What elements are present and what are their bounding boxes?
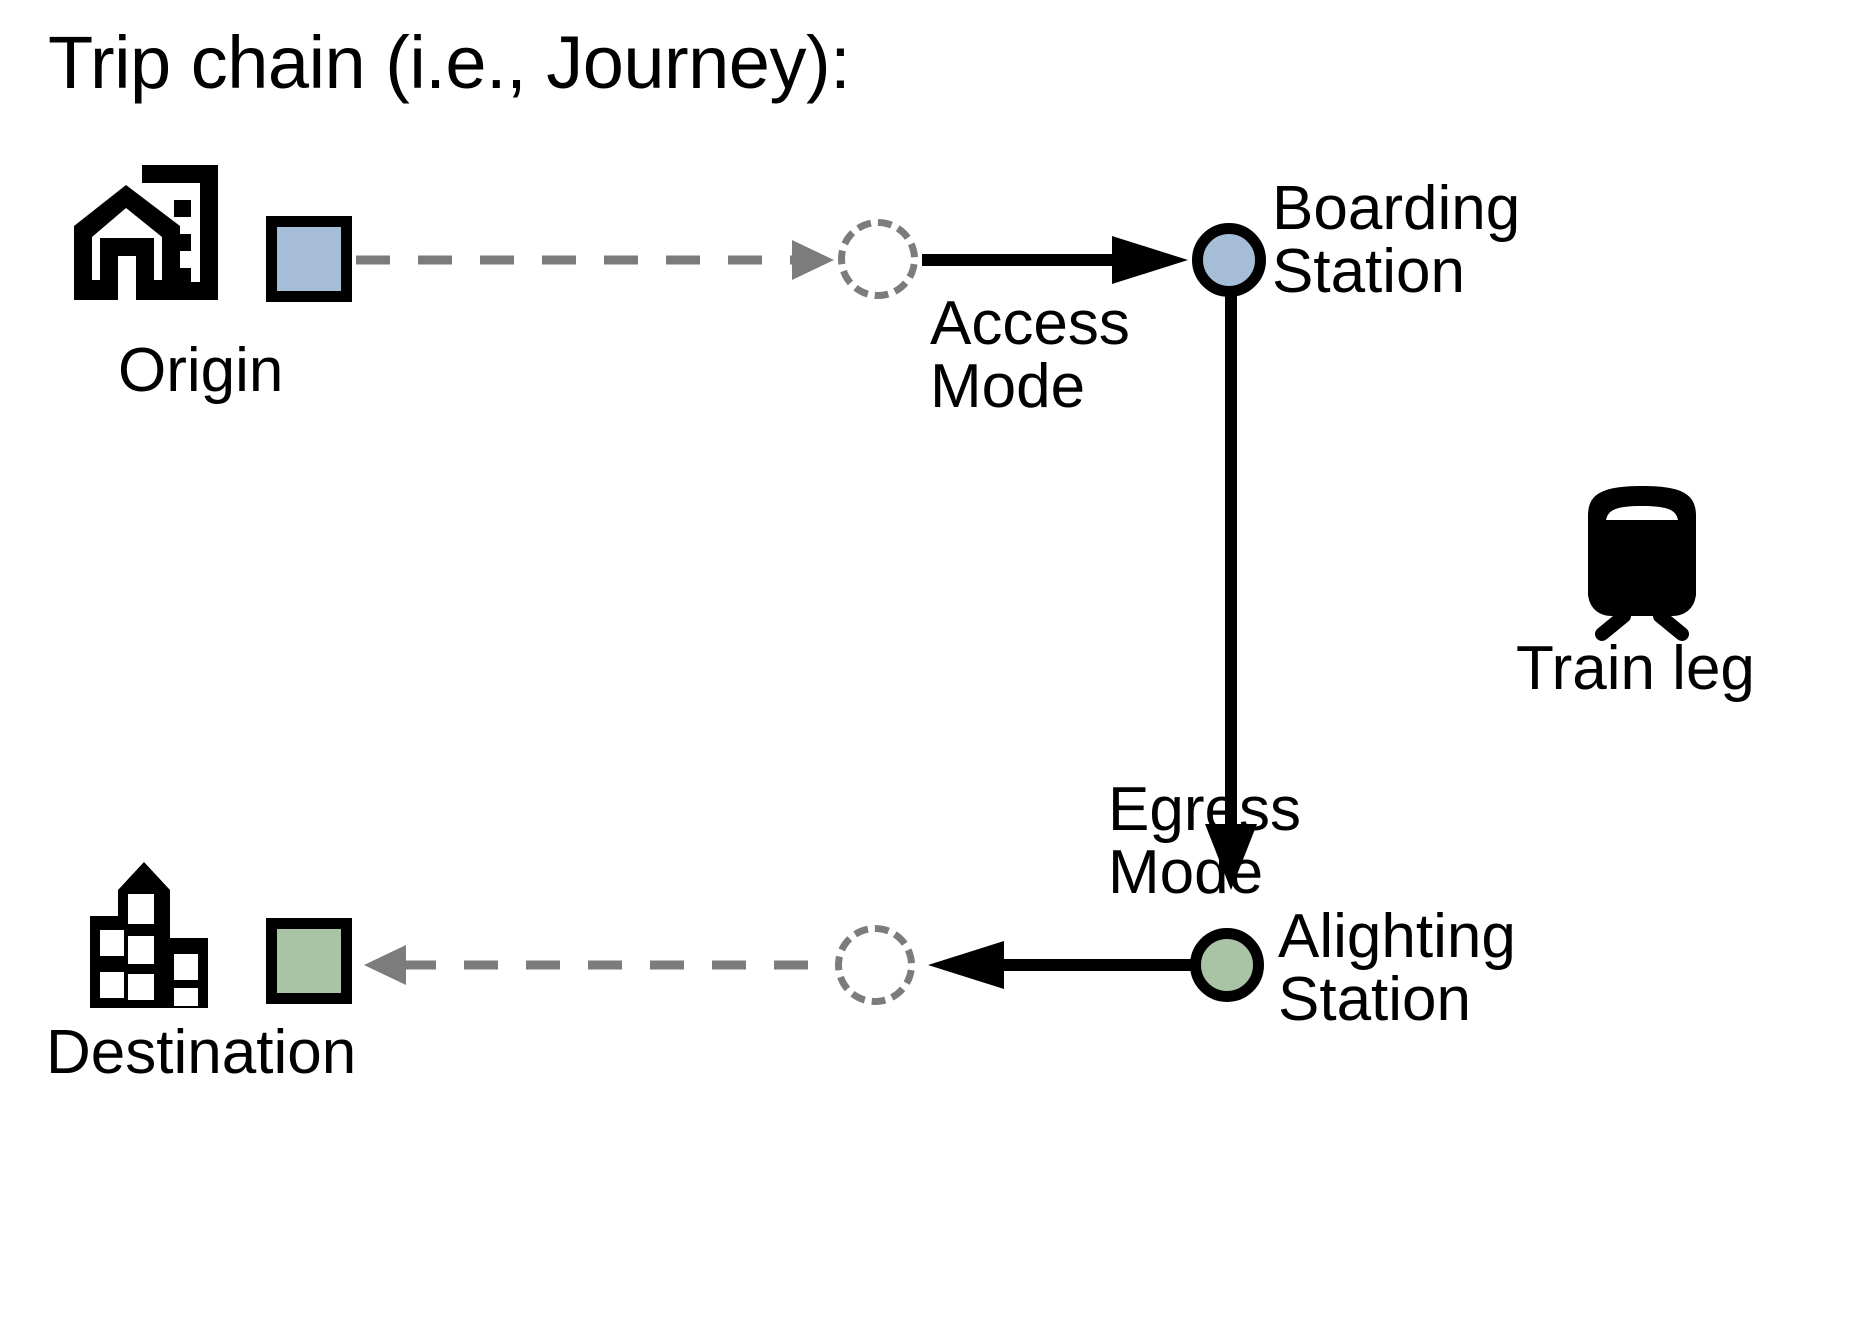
origin-label: Origin xyxy=(118,336,284,405)
access-dashed-connector xyxy=(356,230,836,290)
train-leg-connector xyxy=(1195,292,1267,892)
alighting-station-label-line2: Station xyxy=(1278,965,1472,1035)
house-building-icon xyxy=(74,165,218,300)
boarding-station-label-line2: Station xyxy=(1272,237,1466,307)
access-mode-label-line2: Mode xyxy=(930,352,1086,422)
access-mode-node xyxy=(838,219,918,299)
egress-solid-connector xyxy=(918,935,1194,995)
destination-color-swatch xyxy=(266,918,352,1004)
access-solid-connector xyxy=(922,230,1190,290)
destination-icon-group xyxy=(68,860,228,1020)
boarding-station-label-line1: Boarding xyxy=(1272,174,1521,243)
train-icon-group xyxy=(1572,480,1712,641)
egress-dashed-connector xyxy=(358,935,838,995)
origin-color-swatch xyxy=(266,216,352,302)
page-title: Trip chain (i.e., Journey): xyxy=(48,21,851,104)
destination-label: Destination xyxy=(46,1018,357,1087)
alighting-station-node xyxy=(1190,928,1264,1002)
access-mode-label-line1: Access xyxy=(930,289,1130,358)
city-building-icon xyxy=(90,862,208,1008)
alighting-station-label: Alighting Station xyxy=(1278,902,1516,1035)
access-mode-label: Access Mode xyxy=(930,289,1130,422)
train-icon xyxy=(1588,486,1696,641)
alighting-station-label-line1: Alighting xyxy=(1278,902,1516,971)
egress-mode-label-line2: Mode xyxy=(1108,838,1264,908)
origin-icon-group xyxy=(70,160,230,310)
egress-mode-label: Egress Mode xyxy=(1108,775,1301,908)
train-leg-label: Train leg xyxy=(1516,634,1755,703)
egress-mode-node xyxy=(835,925,915,1005)
egress-mode-label-line1: Egress xyxy=(1108,775,1301,844)
boarding-station-node xyxy=(1192,223,1266,297)
boarding-station-label: Boarding Station xyxy=(1272,174,1521,307)
